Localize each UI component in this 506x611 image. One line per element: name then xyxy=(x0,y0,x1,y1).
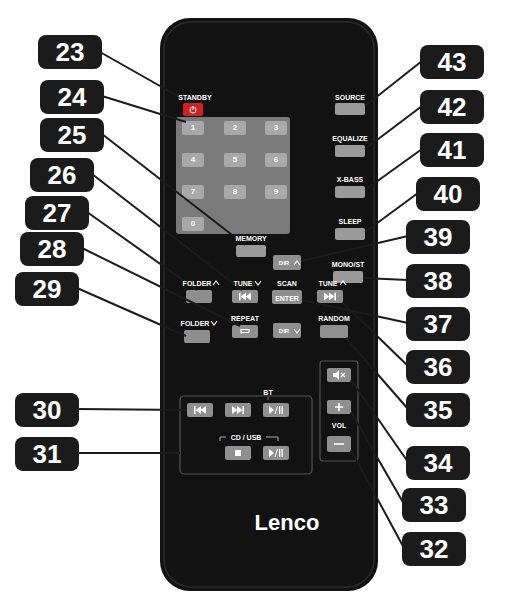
callout-badge: 36 xyxy=(406,350,470,384)
callout-badge: 43 xyxy=(420,45,484,79)
callout-number: 24 xyxy=(58,84,87,110)
callout-number: 30 xyxy=(33,397,62,423)
callout-number: 29 xyxy=(33,276,62,302)
callout-number: 33 xyxy=(420,492,449,518)
key-digit: 6 xyxy=(274,156,278,164)
callout-number: 35 xyxy=(424,397,453,423)
callout-badge: 33 xyxy=(402,488,466,522)
callout-badge: 38 xyxy=(406,264,470,298)
callout-badge: 25 xyxy=(40,118,104,152)
callout-number: 32 xyxy=(420,536,449,562)
button-label: TUNE xyxy=(318,280,337,287)
callout-number: 36 xyxy=(424,354,453,380)
key-digit: 4 xyxy=(191,156,195,164)
section-label: BT xyxy=(263,389,272,396)
key-digit: 2 xyxy=(233,124,237,132)
callout-number: 28 xyxy=(38,236,67,262)
key-digit: 8 xyxy=(233,188,237,196)
button-label: SOURCE xyxy=(335,94,365,101)
callout-badge: 30 xyxy=(15,393,79,427)
key-digit: 5 xyxy=(233,156,237,164)
button-label: DIR xyxy=(279,260,289,266)
callout-badge: 35 xyxy=(406,393,470,427)
key-digit: 9 xyxy=(274,188,278,196)
button-label: DIR xyxy=(279,328,289,334)
callout-number: 34 xyxy=(424,450,453,476)
key-digit: 0 xyxy=(191,220,195,228)
callout-badge: 39 xyxy=(406,220,470,254)
standby-label: STANDBY xyxy=(178,94,211,101)
callout-badge: 37 xyxy=(406,307,470,341)
callout-number: 25 xyxy=(58,122,87,148)
callout-number: 43 xyxy=(438,49,467,75)
callout-badge: 40 xyxy=(416,177,480,211)
button-label: FOLDER xyxy=(181,320,210,327)
callout-number: 38 xyxy=(424,268,453,294)
callout-number: 23 xyxy=(56,39,85,65)
callout-number: 42 xyxy=(438,94,467,120)
callout-number: 27 xyxy=(43,200,72,226)
callout-number: 41 xyxy=(438,137,467,163)
button-label: FOLDER xyxy=(183,280,212,287)
button-label: ENTER xyxy=(275,294,299,301)
callout-badge: 27 xyxy=(25,196,89,230)
button-label: MONO/ST xyxy=(332,261,365,268)
callout-badge: 29 xyxy=(15,272,79,306)
key-digit: 3 xyxy=(274,124,278,132)
callout-badge: 41 xyxy=(420,133,484,167)
callout-badge: 34 xyxy=(406,446,470,480)
button-label: VOL xyxy=(332,422,346,429)
brand-logo: Lenco xyxy=(255,512,320,534)
button-label: EQUALIZE xyxy=(332,135,367,142)
button-label: RANDOM xyxy=(318,315,350,322)
callout-number: 39 xyxy=(424,224,453,250)
callout-badge: 26 xyxy=(30,158,94,192)
callout-number: 37 xyxy=(424,311,453,337)
button-label: MEMORY xyxy=(235,235,266,242)
callout-badge: 23 xyxy=(38,35,102,69)
button-label: SCAN xyxy=(277,280,297,287)
button-label: SLEEP xyxy=(339,218,362,225)
callout-badge: 31 xyxy=(15,437,79,471)
key-digit: 1 xyxy=(191,124,195,132)
callout-badge: 24 xyxy=(40,80,104,114)
button-label: TUNE xyxy=(233,280,252,287)
callout-number: 40 xyxy=(434,181,463,207)
callout-badge: 42 xyxy=(420,90,484,124)
callout-number: 31 xyxy=(33,441,62,467)
callout-number: 26 xyxy=(48,162,77,188)
button-label: REPEAT xyxy=(231,315,259,322)
key-digit: 7 xyxy=(191,188,195,196)
callout-badge: 32 xyxy=(402,532,466,566)
callout-badge: 28 xyxy=(20,232,84,266)
section-label: CD / USB xyxy=(231,434,262,441)
button-label: X-BASS xyxy=(337,176,363,183)
